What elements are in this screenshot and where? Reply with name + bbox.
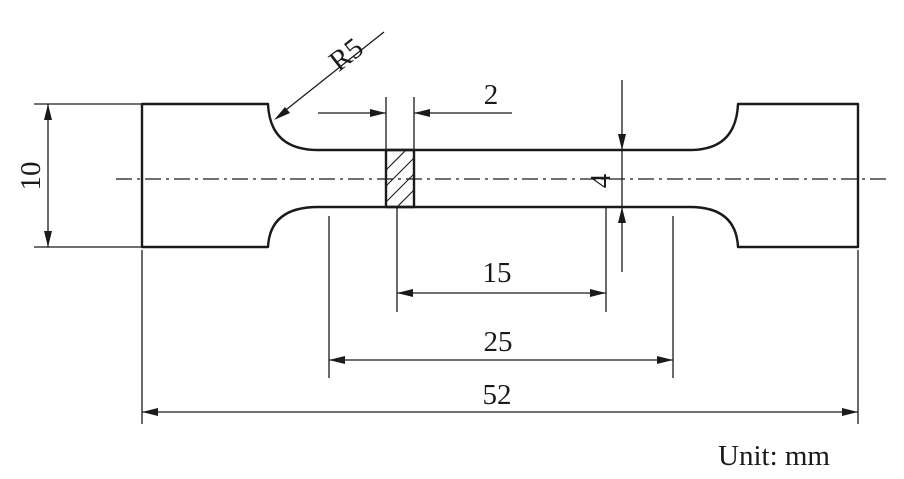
dimension-length-25 xyxy=(328,216,674,378)
dimension-notch-width xyxy=(318,97,512,150)
hatched-section xyxy=(384,148,416,209)
length-15-label: 15 xyxy=(483,257,512,289)
grip-width-label: 10 xyxy=(15,162,47,191)
dimension-grip-width xyxy=(34,103,142,248)
length-25-label: 25 xyxy=(484,326,513,358)
dimension-total-length xyxy=(141,250,859,424)
dimension-gauge-width xyxy=(618,80,626,272)
unit-label: Unit: mm xyxy=(718,440,830,472)
notch-width-label: 2 xyxy=(484,79,499,111)
radius-leader xyxy=(274,31,385,120)
gauge-width-label: 4 xyxy=(585,173,617,188)
specimen-outline xyxy=(140,102,860,249)
total-length-label: 52 xyxy=(483,379,512,411)
dimension-length-15 xyxy=(396,207,607,312)
radius-label: R5 xyxy=(323,32,369,78)
